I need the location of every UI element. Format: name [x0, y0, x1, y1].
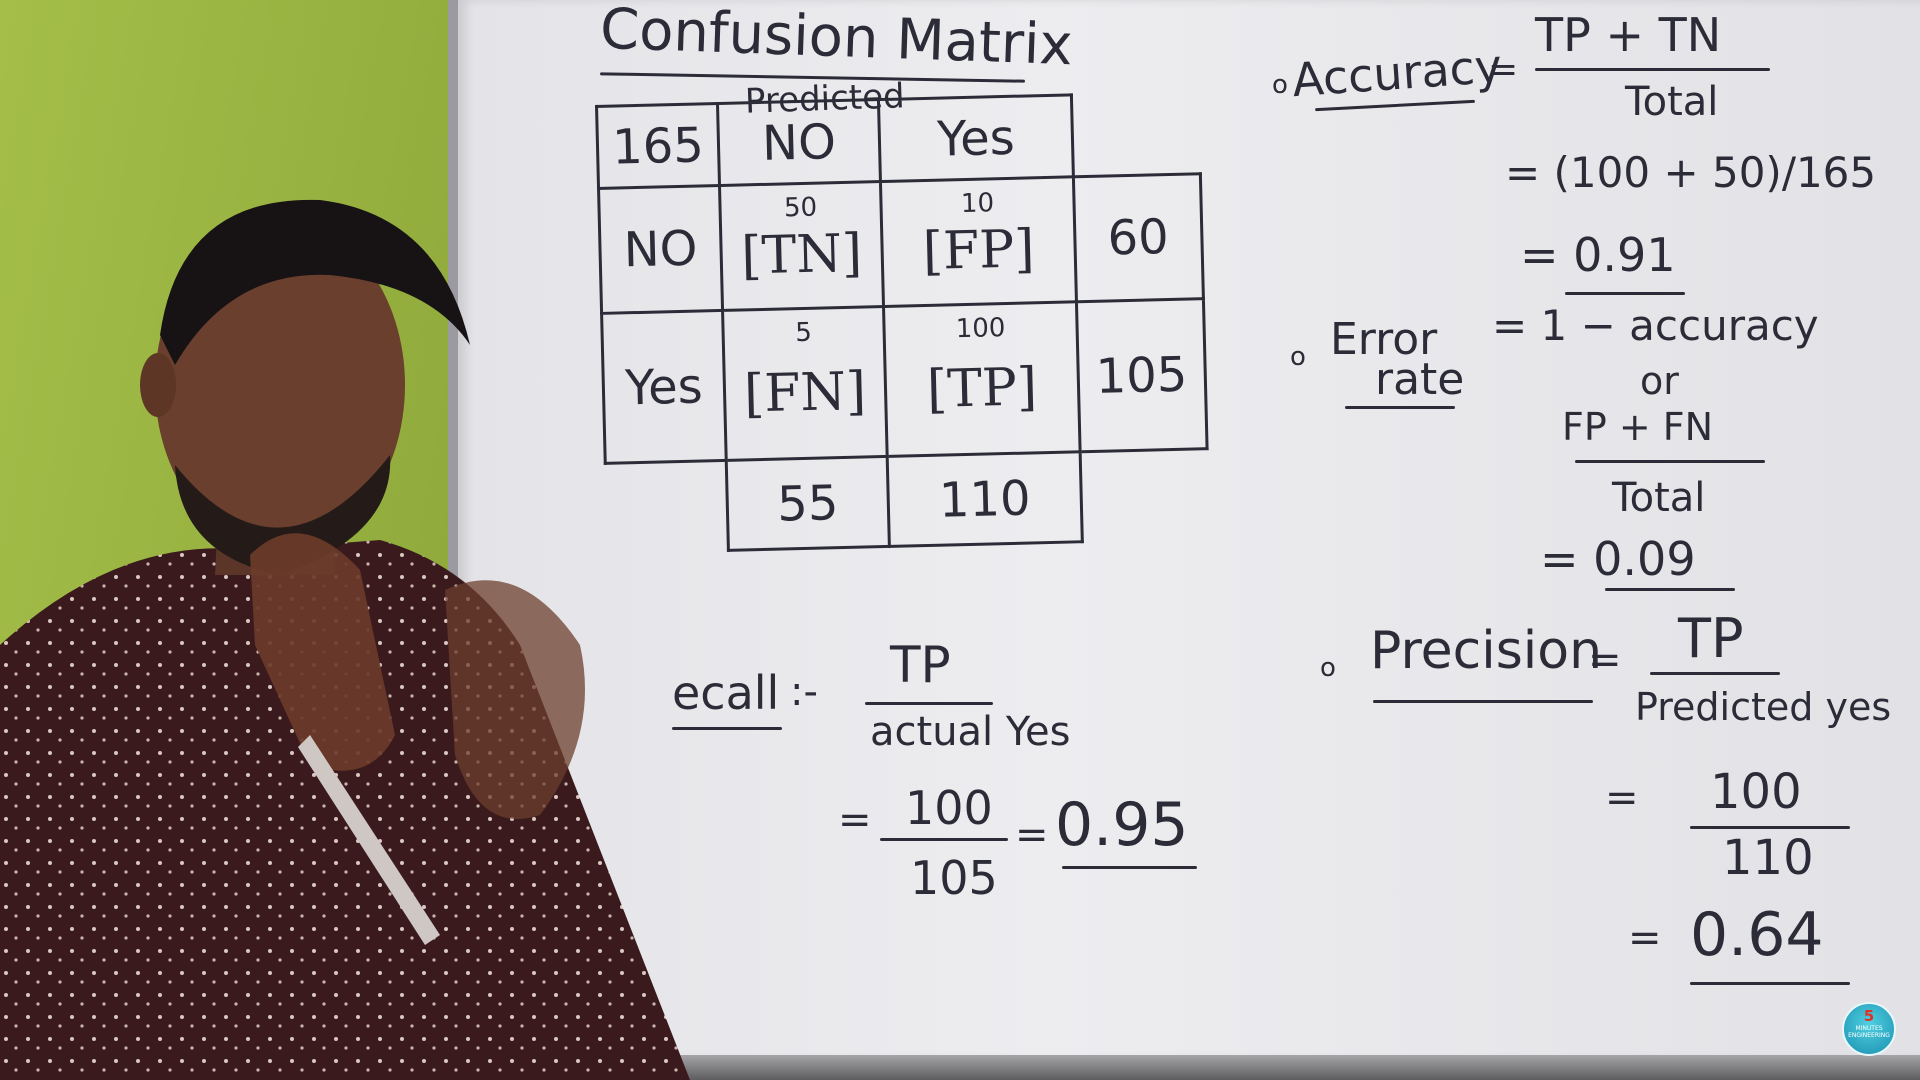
matrix-cell-tp: 100 [TP]: [883, 301, 1081, 457]
precision-label: Precision: [1370, 621, 1603, 681]
accuracy-result-underline: [1565, 292, 1685, 295]
error-rate-label-line2: rate: [1375, 354, 1465, 405]
channel-logo-text: MINUTES ENGINEERING: [1848, 1025, 1890, 1039]
accuracy-label: Accuracy: [1290, 38, 1504, 108]
precision-denominator: Predicted yes: [1635, 685, 1892, 729]
error-rate-underline: [1345, 406, 1455, 409]
recall-num-value: 100: [905, 781, 993, 835]
accuracy-step1: = (100 + 50)/165: [1505, 148, 1877, 197]
accuracy-eq: =: [1488, 49, 1519, 90]
whiteboard: [448, 0, 1920, 1060]
presenter: [0, 199, 690, 1080]
accuracy-bullet: o: [1272, 70, 1288, 100]
recall-result: 0.95: [1055, 790, 1189, 860]
tp-count: 100: [955, 313, 1006, 345]
channel-logo: 5 MINUTES ENGINEERING: [1842, 1002, 1896, 1056]
matrix-row-total-no: 60: [1073, 173, 1203, 302]
precision-bullet: o: [1320, 653, 1336, 683]
tn-count: 50: [783, 192, 818, 224]
error-rate-label-line1: Error: [1330, 314, 1438, 365]
precision-result: 0.64: [1690, 900, 1824, 970]
tp-label: [TP]: [926, 356, 1038, 420]
precision-result-underline: [1690, 982, 1850, 985]
presenter-hand-left: [250, 533, 395, 771]
precision-eq: =: [1588, 637, 1622, 683]
recall-value-fraction-bar: [880, 838, 1008, 841]
board-title: Confusion Matrix: [599, 0, 1074, 79]
recall-denominator: actual Yes: [870, 709, 1071, 755]
accuracy-result: = 0.91: [1520, 228, 1676, 282]
matrix-cell-fp: 10 [FP]: [880, 176, 1077, 307]
error-rate-result-underline: [1605, 588, 1735, 591]
matrix-col-header-no: NO: [717, 99, 881, 186]
matrix-cell-fn: 5 [FN]: [722, 306, 888, 461]
accuracy-numerator: TP + TN: [1535, 8, 1722, 62]
fn-count: 5: [794, 317, 813, 349]
whiteboard-frame-bottom: [448, 1055, 1920, 1080]
accuracy-denominator: Total: [1625, 79, 1719, 125]
fp-count: 10: [960, 188, 995, 220]
channel-logo-number: 5: [1863, 1007, 1875, 1025]
precision-eq3: =: [1628, 915, 1662, 961]
precision-fraction-bar: [1650, 672, 1780, 675]
recall-sep: :-: [790, 669, 818, 715]
presenter-beard: [175, 455, 391, 575]
precision-underline: [1373, 700, 1593, 703]
error-rate-formula: = 1 − accuracy: [1492, 301, 1819, 350]
presenter-hair: [160, 199, 470, 365]
matrix-cell-tn: 50 [TN]: [719, 181, 884, 311]
presenter-hand-right: [445, 580, 585, 819]
matrix-col-total-yes: 110: [887, 451, 1083, 547]
precision-eq2: =: [1605, 775, 1639, 821]
precision-value-fraction-bar: [1690, 826, 1850, 829]
recall-label: ecall: [672, 666, 780, 720]
presenter-ear: [140, 353, 176, 417]
matrix-col-header-yes: Yes: [878, 94, 1074, 182]
recall-eq: =: [838, 797, 872, 843]
error-rate-numerator: FP + FN: [1562, 405, 1714, 449]
matrix-row-total-yes: 105: [1076, 298, 1207, 452]
error-rate-or: or: [1640, 359, 1679, 403]
recall-numerator: TP: [890, 636, 951, 694]
fn-label: [FN]: [743, 360, 867, 424]
error-rate-denominator: Total: [1612, 475, 1706, 521]
precision-num-value: 100: [1710, 764, 1802, 820]
recall-fraction-bar: [865, 702, 993, 705]
error-rate-fraction-bar: [1575, 460, 1765, 463]
matrix-col-total-no: 55: [726, 456, 890, 551]
error-rate-result: = 0.09: [1540, 532, 1696, 586]
accuracy-fraction-bar: [1535, 68, 1770, 71]
precision-numerator: TP: [1678, 607, 1744, 670]
precision-den-value: 110: [1722, 830, 1814, 886]
recall-den-value: 105: [910, 851, 998, 905]
error-rate-bullet: o: [1290, 342, 1306, 372]
recall-underline: [672, 727, 782, 730]
presenter-marker: [298, 735, 440, 945]
recall-result-underline: [1062, 866, 1197, 869]
recall-eq2: =: [1015, 812, 1049, 858]
